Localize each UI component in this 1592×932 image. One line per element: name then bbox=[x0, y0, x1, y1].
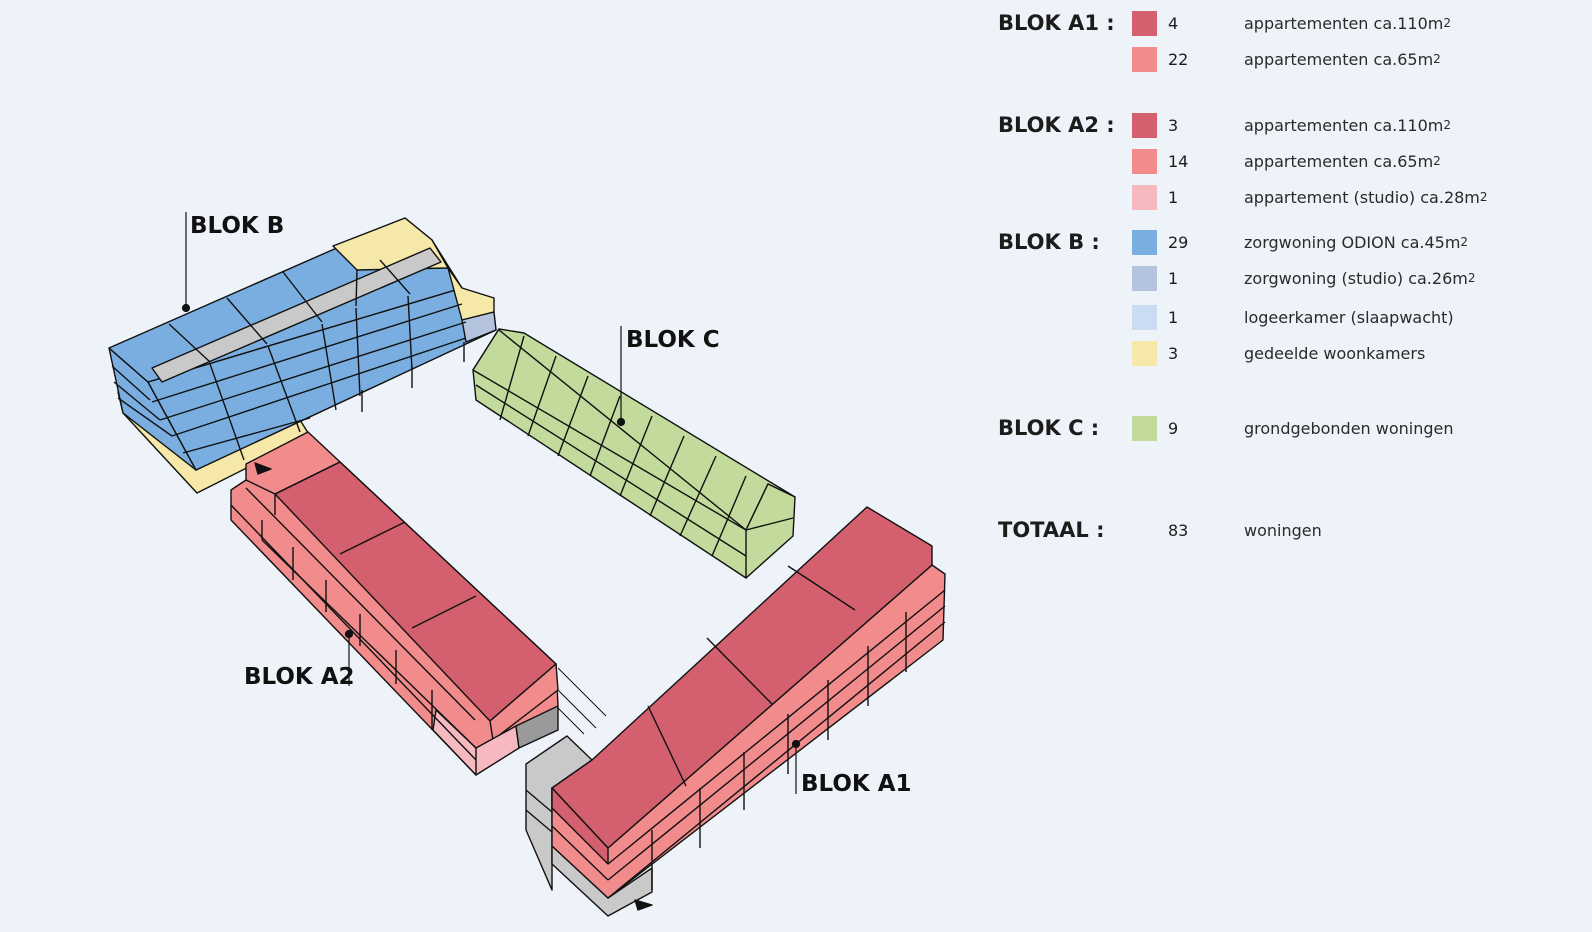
block-a2-core bbox=[515, 705, 559, 749]
legend-count: 1 bbox=[1168, 307, 1179, 327]
legend-swatch bbox=[1132, 416, 1157, 441]
legend-title-a1: BLOK A1 : bbox=[998, 11, 1115, 35]
legend-desc: grondgebonden woningen bbox=[1244, 418, 1454, 438]
legend-count: 29 bbox=[1168, 232, 1189, 252]
entrance-arrow-a2 bbox=[254, 462, 272, 475]
block-a1-building bbox=[525, 506, 946, 917]
label-blok-a1: BLOK A1 bbox=[801, 771, 912, 797]
isometric-site-diagram: BLOK B BLOK C BLOK A2 BLOK A1 bbox=[108, 212, 946, 917]
block-b-building bbox=[108, 217, 497, 494]
legend-count: 4 bbox=[1168, 13, 1179, 33]
legend-count: 3 bbox=[1168, 115, 1179, 135]
blok-b-pin bbox=[181, 303, 191, 313]
legend-desc: gedeelde woonkamers bbox=[1244, 343, 1426, 363]
block-a2-building bbox=[230, 431, 559, 776]
legend-count: 1 bbox=[1168, 187, 1179, 207]
legend-title-b: BLOK B : bbox=[998, 230, 1100, 254]
legend-title-total: TOTAAL : bbox=[998, 518, 1105, 542]
legend-title-c: BLOK C : bbox=[998, 416, 1100, 440]
label-blok-b: BLOK B bbox=[190, 213, 284, 239]
entrance-arrow-a1 bbox=[634, 899, 653, 911]
legend-swatch bbox=[1132, 230, 1157, 255]
total-count: 83 bbox=[1168, 520, 1189, 540]
legend-desc: logeerkamer (slaapwacht) bbox=[1244, 307, 1454, 327]
blok-a2-pin bbox=[344, 629, 354, 639]
legend-swatch bbox=[1132, 149, 1157, 174]
block-b-studio-east bbox=[461, 311, 497, 343]
label-blok-c: BLOK C bbox=[626, 327, 720, 353]
legend-swatch bbox=[1132, 185, 1157, 210]
legend-swatch bbox=[1132, 11, 1157, 36]
legend-count: 1 bbox=[1168, 268, 1179, 288]
legend-count: 14 bbox=[1168, 151, 1189, 171]
block-a1-south-face bbox=[551, 564, 946, 899]
label-blok-a2: BLOK A2 bbox=[244, 664, 355, 690]
legend-swatch bbox=[1132, 266, 1157, 291]
blok-a1-pin bbox=[791, 739, 801, 749]
block-b-roof-gallery bbox=[151, 247, 442, 383]
total-desc: woningen bbox=[1244, 520, 1322, 540]
block-b-shared-living-east bbox=[447, 267, 495, 321]
block-c-east-face bbox=[745, 483, 796, 579]
legend-swatch bbox=[1132, 47, 1157, 72]
blok-c-pin bbox=[616, 417, 626, 427]
bridge-lines bbox=[557, 667, 607, 735]
legend-count: 22 bbox=[1168, 49, 1189, 69]
legend-count: 9 bbox=[1168, 418, 1179, 438]
legend-title-a2: BLOK A2 : bbox=[998, 113, 1115, 137]
legend-swatch bbox=[1132, 113, 1157, 138]
legend-swatch bbox=[1132, 305, 1157, 330]
legend-swatch bbox=[1132, 341, 1157, 366]
block-c-building bbox=[472, 328, 796, 579]
legend-count: 3 bbox=[1168, 343, 1179, 363]
